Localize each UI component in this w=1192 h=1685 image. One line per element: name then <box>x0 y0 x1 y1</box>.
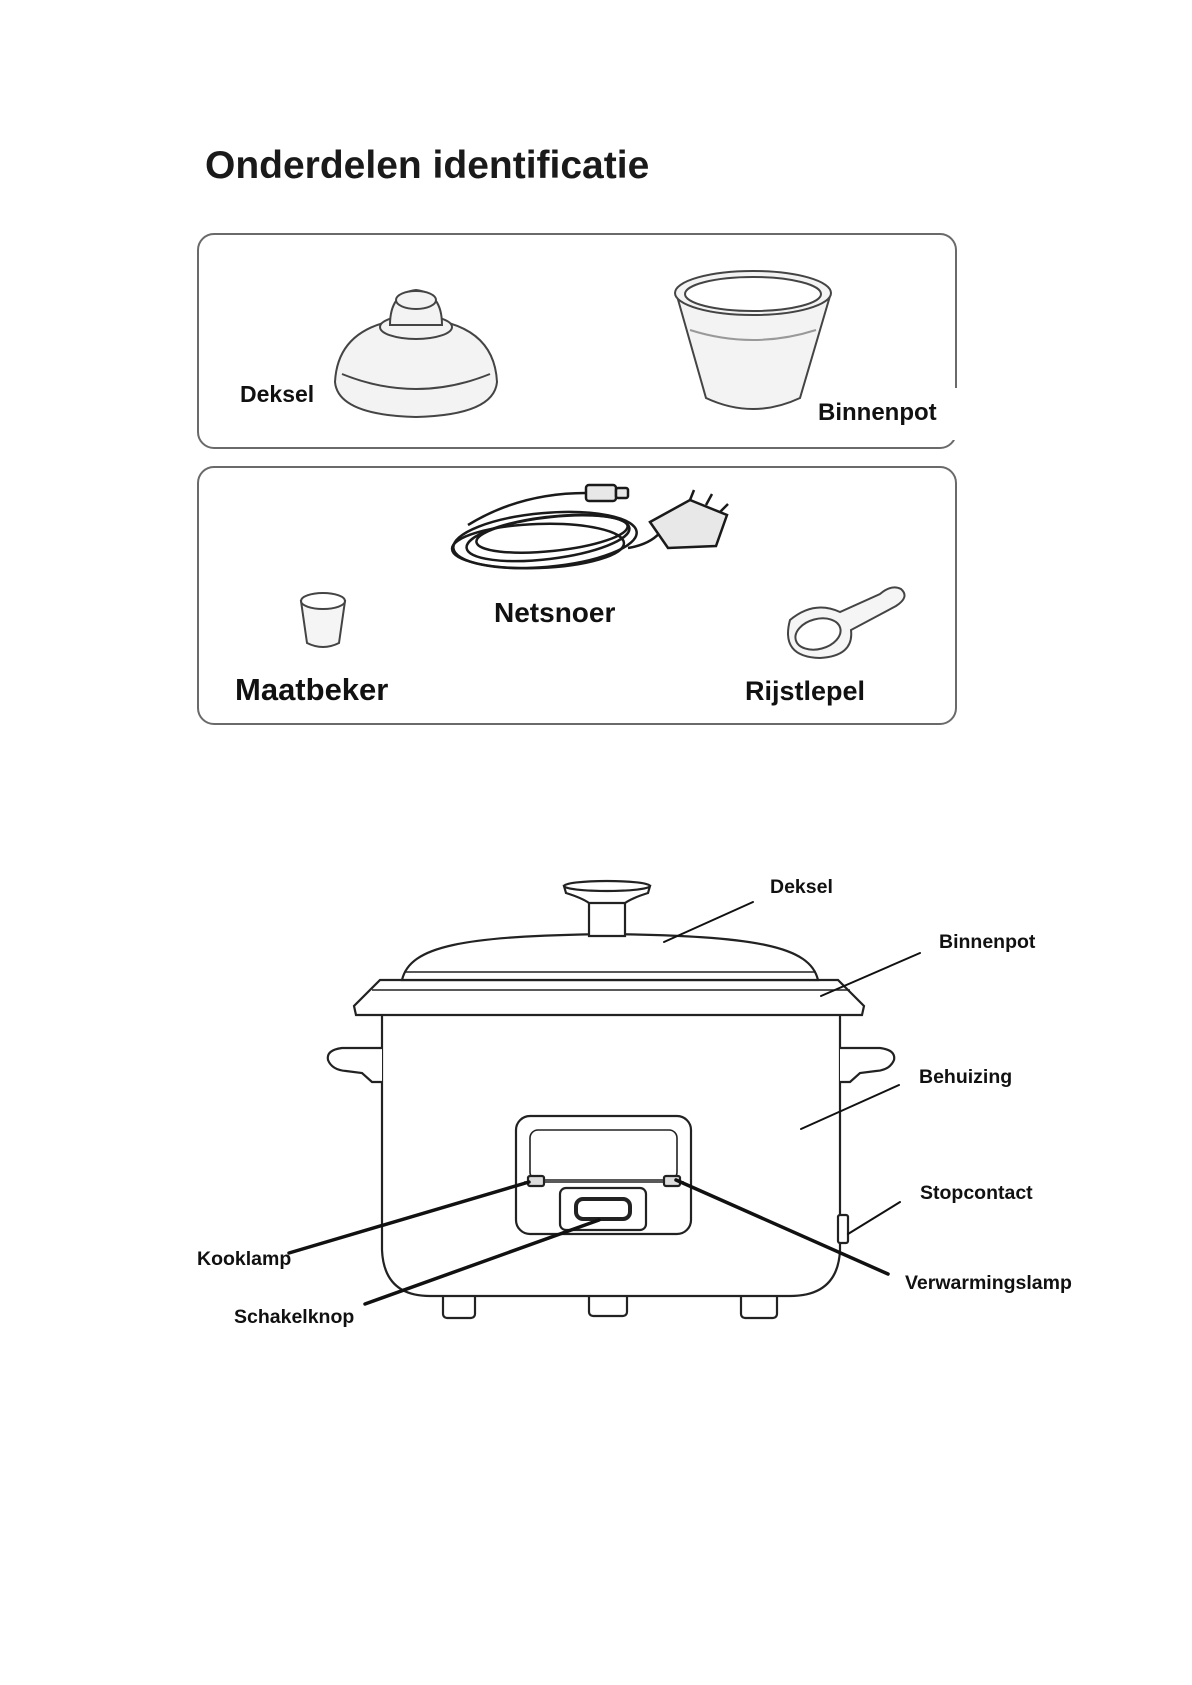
right-handle <box>840 1048 894 1082</box>
plug-icon <box>650 490 728 548</box>
rice-spoon-label: Rijstlepel <box>745 678 865 705</box>
connector-icon <box>586 485 628 501</box>
diagram-label-inner-pot: Binnenpot <box>939 933 1035 953</box>
inner-pot-rim <box>354 980 864 1015</box>
diagram-label-lid: Deksel <box>770 878 833 898</box>
lid-label: Deksel <box>240 383 314 406</box>
lid-knob <box>564 881 650 936</box>
power-socket <box>838 1215 848 1243</box>
diagram-label-housing: Behuizing <box>919 1068 1012 1088</box>
left-handle <box>328 1048 382 1082</box>
inner-pot-illustration <box>675 271 831 409</box>
rice-spoon-illustration <box>788 587 905 658</box>
lid-dome <box>402 934 818 980</box>
diagram-label-cook-lamp: Kooklamp <box>197 1250 291 1270</box>
leader-line-socket <box>848 1202 900 1234</box>
diagram-label-warm-lamp: Verwarmingslamp <box>905 1274 1072 1294</box>
page-title: Onderdelen identificatie <box>205 146 649 185</box>
leader-line-lid <box>664 902 753 942</box>
leader-line-inner-pot <box>821 953 920 996</box>
rice-cooker-illustration <box>328 881 894 1318</box>
measuring-cup-label: Maatbeker <box>235 674 388 705</box>
control-panel <box>516 1116 691 1234</box>
inner-pot-label: Binnenpot <box>818 401 937 425</box>
diagram-label-socket: Stopcontact <box>920 1184 1033 1204</box>
lid-illustration <box>335 290 497 417</box>
diagram-label-switch: Schakelknop <box>234 1308 354 1328</box>
power-cord-label: Netsnoer <box>494 599 615 627</box>
measuring-cup-illustration <box>301 593 345 647</box>
power-cord-illustration <box>451 485 728 575</box>
